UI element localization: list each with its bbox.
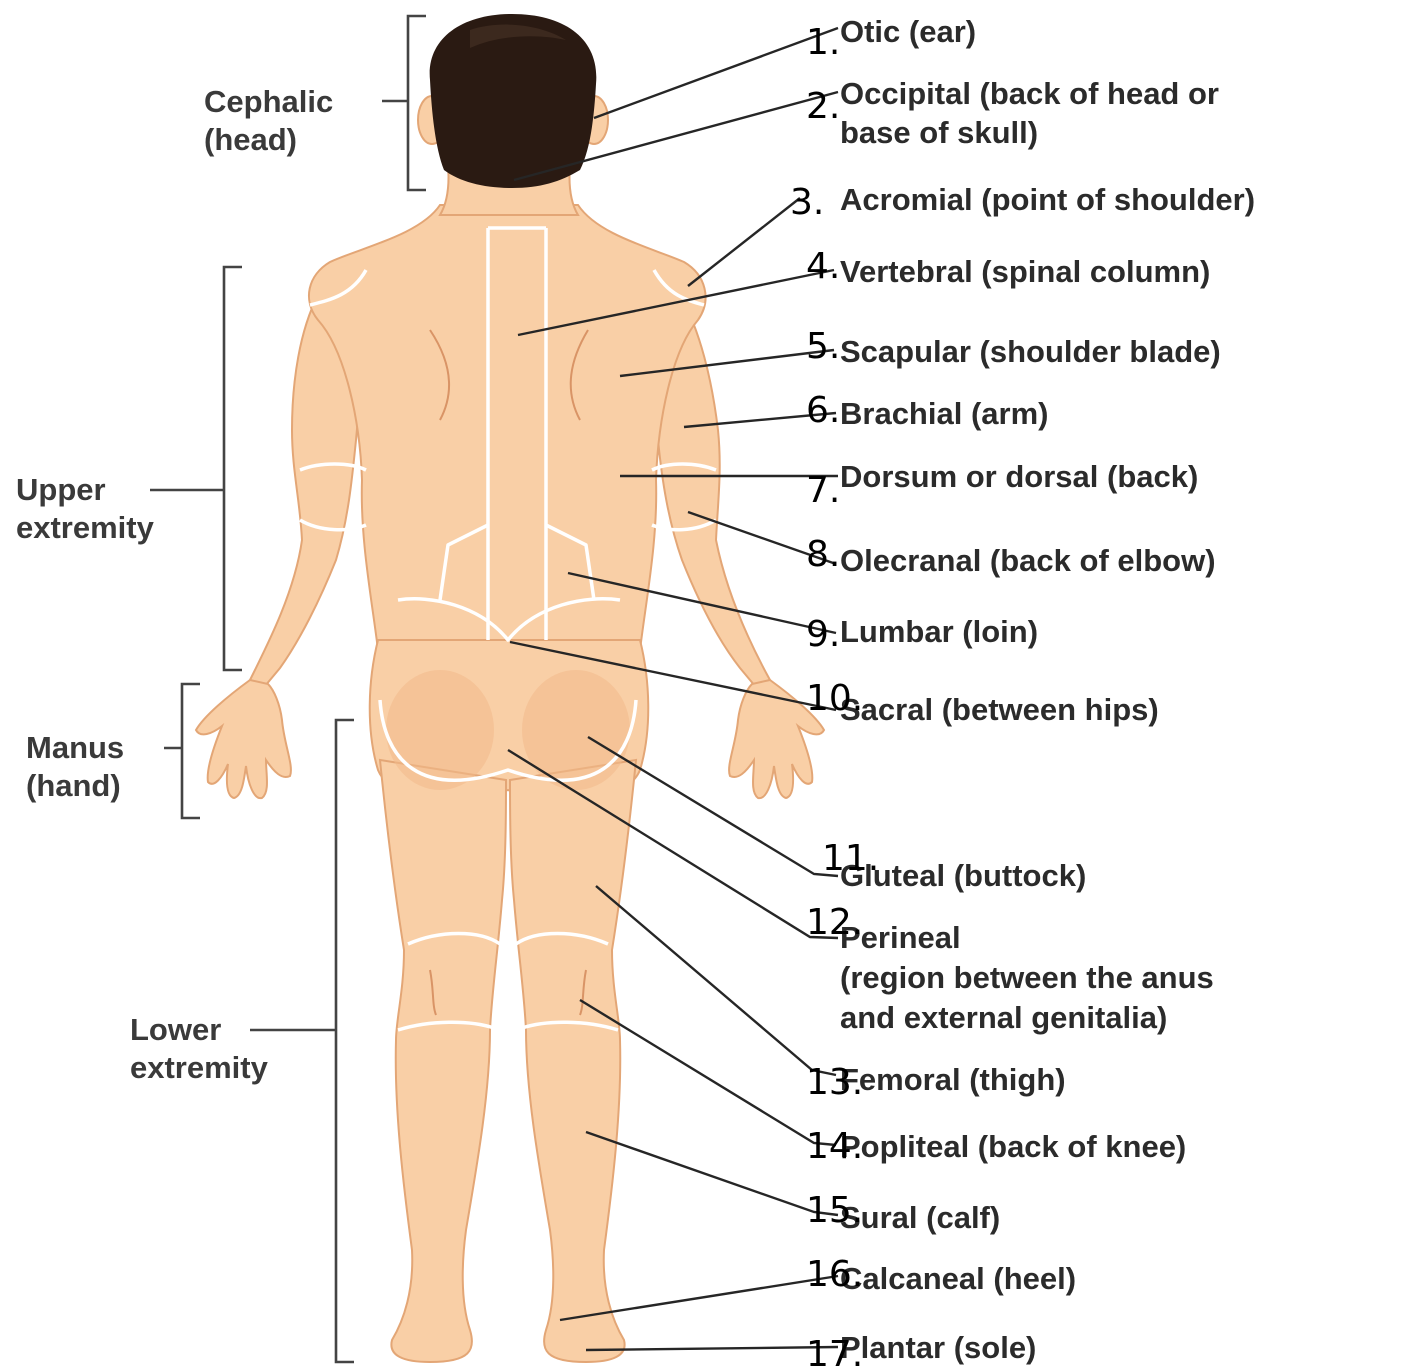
- region-label-popliteal: Popliteal (back of knee): [840, 1129, 1186, 1164]
- number-11: 11.: [822, 838, 879, 879]
- number-12: 12.: [806, 902, 863, 943]
- region-label-scapular: Scapular (shoulder blade): [840, 334, 1221, 369]
- number-14: 14.: [806, 1126, 863, 1167]
- upper-extremity-label: Upperextremity: [16, 472, 155, 545]
- region-labels: Otic (ear) Occipital (back of head orbas…: [840, 14, 1255, 1365]
- left-buttock-shade: [386, 670, 494, 790]
- region-label-perineal: Perineal(region between the anusand exte…: [840, 920, 1214, 1035]
- number-17: 17.: [806, 1334, 863, 1368]
- upper-extremity-bracket: [150, 267, 242, 670]
- region-label-lumbar: Lumbar (loin): [840, 614, 1038, 649]
- number-1: 1.: [806, 22, 840, 63]
- region-label-occipital: Occipital (back of head orbase of skull): [840, 76, 1219, 150]
- lower-extremity-label: Lowerextremity: [130, 1012, 269, 1085]
- right-buttock-shade: [522, 670, 630, 790]
- number-8: 8.: [806, 534, 840, 575]
- number-9: 9.: [806, 614, 840, 655]
- number-4: 4.: [806, 246, 840, 287]
- region-label-dorsum: Dorsum or dorsal (back): [840, 459, 1198, 494]
- number-16: 16.: [806, 1254, 863, 1295]
- leader-acromial: [688, 198, 800, 286]
- number-2: 2.: [806, 86, 840, 127]
- leader-otic: [594, 28, 838, 118]
- left-leg: [380, 760, 506, 1362]
- region-label-calcaneal: Calcaneal (heel): [840, 1261, 1076, 1296]
- number-7: 7.: [806, 470, 840, 511]
- lower-extremity-bracket: [250, 720, 354, 1362]
- region-label-olecranal: Olecranal (back of elbow): [840, 543, 1216, 578]
- group-labels: Cephalic(head) Upperextremity Manus(hand…: [16, 84, 333, 1085]
- region-label-plantar: Plantar (sole): [840, 1330, 1036, 1365]
- leader-femoral: [596, 886, 836, 1075]
- region-label-sural: Sural (calf): [840, 1200, 1000, 1235]
- cephalic-bracket: [382, 16, 426, 190]
- number-10: 10.: [806, 678, 863, 719]
- number-6: 6.: [806, 390, 840, 431]
- number-15: 15.: [806, 1190, 863, 1231]
- region-label-acromial: Acromial (point of shoulder): [840, 182, 1255, 217]
- left-hand: [196, 680, 291, 798]
- manus-bracket: [164, 684, 200, 818]
- torso: [309, 205, 706, 650]
- right-leg: [510, 760, 636, 1362]
- number-5: 5.: [806, 326, 840, 367]
- region-label-otic: Otic (ear): [840, 14, 976, 49]
- region-label-femoral: Femoral (thigh): [840, 1062, 1066, 1097]
- number-13: 13.: [806, 1062, 863, 1103]
- region-label-brachial: Brachial (arm): [840, 396, 1048, 431]
- hair: [430, 14, 597, 188]
- region-label-sacral: Sacral (between hips): [840, 692, 1159, 727]
- cephalic-label: Cephalic(head): [204, 84, 333, 157]
- leader-sural: [586, 1132, 838, 1215]
- region-label-vertebral: Vertebral (spinal column): [840, 254, 1210, 289]
- manus-label: Manus(hand): [26, 730, 124, 803]
- number-3: 3.: [790, 182, 824, 223]
